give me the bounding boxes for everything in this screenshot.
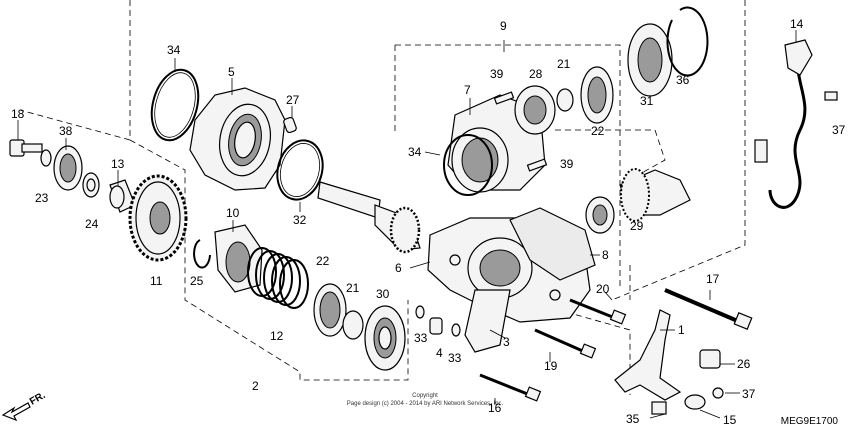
dowel-pin-27: [283, 116, 297, 134]
callout-34-left: 34: [167, 43, 181, 57]
callout-16: 16: [488, 401, 502, 415]
callout-24: 24: [85, 217, 99, 231]
callout-17: 17: [706, 272, 720, 286]
bolt-16: [479, 373, 542, 402]
housing-cover-5: [189, 87, 286, 191]
gasket-8: [509, 207, 596, 281]
lower-bearing-set: [313, 283, 406, 371]
callout-28: 28: [529, 67, 543, 81]
oil-seal-31: [627, 6, 709, 97]
callout-26: 26: [737, 357, 751, 371]
left-shaft-parts: [9, 139, 136, 213]
callout-14: 14: [790, 17, 804, 31]
callout-38: 38: [59, 124, 73, 138]
drain-plug-4: [415, 305, 461, 337]
o-ring-34-upper: [443, 134, 493, 196]
bracket-1: [614, 309, 724, 415]
pinion-shaft: [317, 181, 421, 254]
callout-37-lower: 37: [742, 387, 756, 401]
driven-gear-11: [128, 174, 188, 262]
callout-4: 4: [436, 346, 443, 360]
copyright-line-2: Page design (c) 2004 - 2014 by ARI Netwo…: [347, 401, 504, 407]
callout-6: 6: [395, 261, 402, 275]
copyright-line-1: Copyright: [412, 393, 438, 399]
callout-10: 10: [226, 206, 240, 220]
callout-20: 20: [596, 282, 610, 296]
callout-31: 31: [640, 94, 654, 108]
bolt-17: [664, 288, 753, 330]
callout-13: 13: [111, 157, 125, 171]
callout-15: 15: [723, 413, 737, 427]
callout-8: 8: [602, 248, 609, 262]
callout-21-upper: 21: [557, 57, 571, 71]
callout-32: 32: [293, 213, 307, 227]
leader-lines: [17, 30, 797, 419]
callout-5: 5: [228, 65, 235, 79]
diagram-code: MEG9E1700: [781, 416, 839, 427]
callout-18: 18: [11, 107, 25, 121]
callout-36: 36: [676, 73, 690, 87]
callout-11: 11: [150, 274, 163, 288]
callout-35: 35: [626, 412, 640, 426]
callout-9: 9: [500, 19, 507, 33]
callout-37-upper: 37: [832, 123, 846, 137]
callouts: 18 38 23 24 13 11 34 5 27 32 10 25 12 22…: [11, 17, 846, 427]
callout-33-left: 33: [414, 331, 428, 345]
bolt-39: [493, 91, 548, 172]
callout-27: 27: [286, 93, 300, 107]
callout-3: 3: [503, 335, 510, 349]
o-ring-32: [276, 139, 324, 201]
front-direction-arrow: FR.: [1, 390, 48, 422]
callout-21-lower: 21: [346, 281, 360, 295]
callout-34-upper: 34: [408, 145, 422, 159]
callout-30: 30: [376, 287, 390, 301]
o-ring-34: [150, 68, 200, 142]
callout-29: 29: [630, 219, 644, 233]
sensor-harness-14: [754, 39, 838, 209]
ring-gear-29: [585, 168, 691, 234]
callout-22-upper: 22: [591, 124, 605, 138]
callout-33-right: 33: [448, 351, 462, 365]
callout-2: 2: [252, 379, 259, 393]
callout-39-lower: 39: [560, 157, 574, 171]
callout-25: 25: [190, 274, 204, 288]
direction-label: FR.: [28, 390, 48, 408]
callout-7: 7: [464, 83, 471, 97]
ring-gear-case-7: [447, 66, 614, 193]
spring-12: [247, 247, 309, 309]
callout-1: 1: [678, 323, 685, 337]
bolt-20: [569, 298, 627, 325]
callout-12: 12: [270, 329, 284, 343]
callout-39-upper: 39: [490, 67, 504, 81]
cam-parts: [193, 224, 309, 309]
callout-22-lower: 22: [316, 254, 330, 268]
bolt-19: [534, 328, 597, 359]
callout-23: 23: [35, 191, 49, 205]
callout-19: 19: [544, 359, 558, 373]
